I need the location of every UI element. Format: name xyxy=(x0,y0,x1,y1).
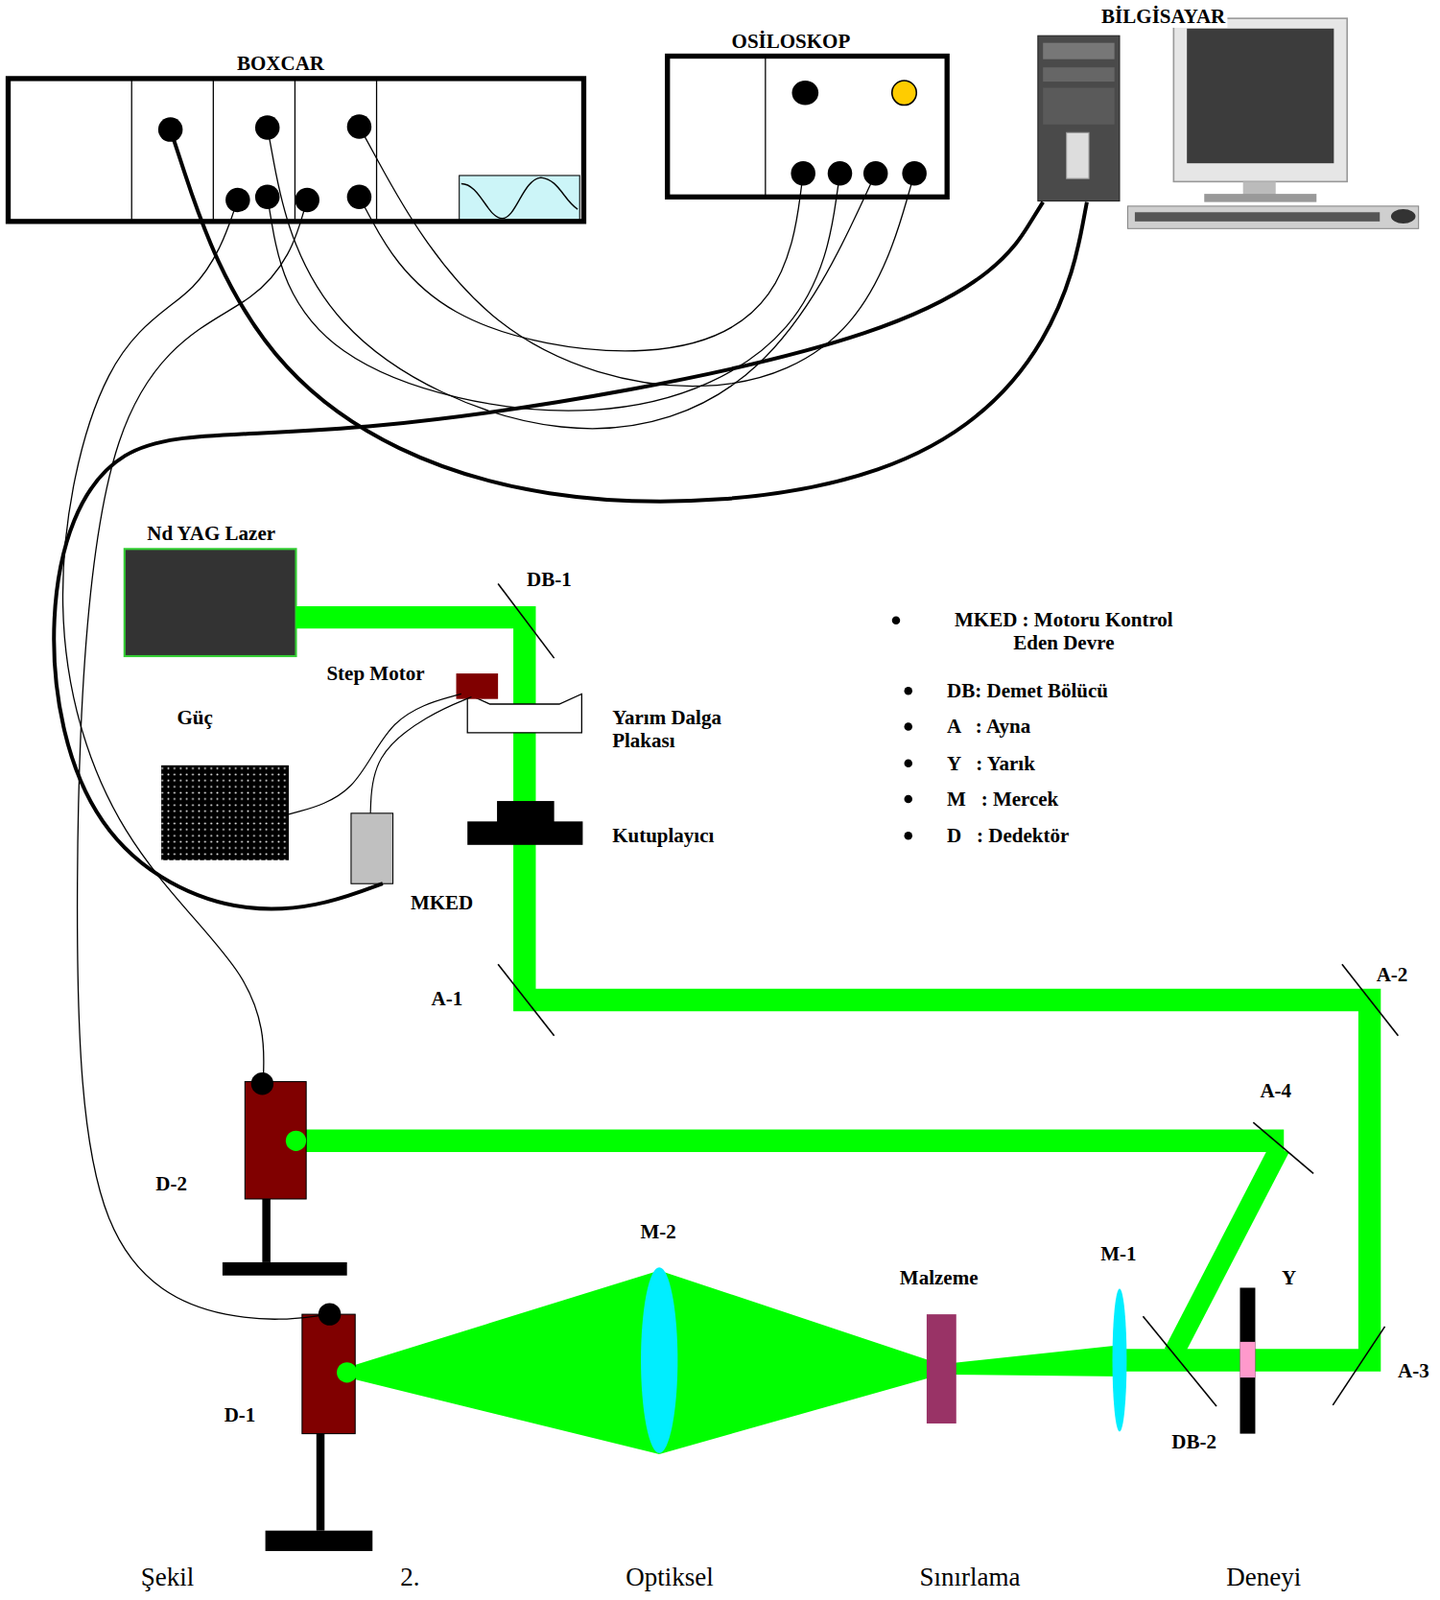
node-label: Nd YAG Lazer xyxy=(144,521,278,545)
power-supply xyxy=(161,765,289,861)
node-label: BİLGİSAYAR xyxy=(1099,4,1228,28)
laser-node: Nd YAG Lazer xyxy=(122,520,299,661)
signal-cable xyxy=(170,129,1087,502)
signal-cable xyxy=(288,693,462,815)
node-label: OSİLOSKOP xyxy=(730,28,853,52)
key-bullets xyxy=(892,616,913,841)
signal-cable xyxy=(370,697,472,814)
part-label: A-4 xyxy=(1257,1079,1294,1103)
laser-body xyxy=(124,548,297,657)
node-label: MKED xyxy=(408,891,475,915)
motor-controller xyxy=(351,813,394,884)
signal-cable xyxy=(358,173,803,352)
optics xyxy=(456,583,1399,1453)
computer-unit xyxy=(1038,18,1419,229)
figure-caption: Şekil 2. Optiksel Sınırlama Deneyi xyxy=(141,1561,1302,1593)
computer-node: BİLGİSAYAR xyxy=(1036,3,1424,235)
key-entry: MKED : Motoru Kontrol Eden Devre xyxy=(931,608,1196,655)
detectors xyxy=(222,1072,373,1552)
oscilloscope-unit xyxy=(667,56,947,198)
part-label: A-1 xyxy=(429,987,466,1011)
signal-cable xyxy=(267,173,841,411)
signal-cable xyxy=(267,127,876,429)
part-label: A-3 xyxy=(1395,1359,1432,1383)
detector-node: D-1 xyxy=(213,1309,378,1555)
signal-cable xyxy=(53,202,1043,910)
key-entry: DB: Demet Bölücü xyxy=(944,679,1110,703)
part-label: Malzeme xyxy=(897,1266,981,1290)
node-label: BOXCAR xyxy=(235,51,327,75)
signal-cable xyxy=(358,126,915,387)
key-entry: M : Mercek xyxy=(944,787,1061,811)
key-entry: Y : Yarık xyxy=(944,752,1038,776)
step-motor-node: Step Motor xyxy=(306,658,500,702)
power-node: Güç xyxy=(158,704,291,863)
key-entry: D : Dedektör xyxy=(944,824,1071,848)
part-label: DB-1 xyxy=(524,567,574,591)
node-label: Step Motor xyxy=(324,661,426,685)
part-label: M-1 xyxy=(1098,1242,1138,1266)
detector-node: D-2 xyxy=(142,1076,353,1281)
mked-node: MKED xyxy=(347,811,480,914)
laser-beam xyxy=(296,617,1370,1455)
node-label: D-2 xyxy=(153,1172,189,1196)
part-label: A-2 xyxy=(1374,963,1411,987)
part-label: Y xyxy=(1279,1266,1299,1290)
node-label: Güç xyxy=(174,706,214,730)
part-label: Kutuplayıcı xyxy=(610,824,716,848)
signal-cable xyxy=(77,199,331,1320)
signal-cable xyxy=(62,199,263,1084)
oscilloscope-node: OSİLOSKOP xyxy=(667,28,949,201)
part-label: Yarım Dalga Plakası xyxy=(610,706,768,753)
key-entry: A : Ayna xyxy=(944,714,1033,738)
boxcar-unit xyxy=(8,78,585,222)
node-label: D-1 xyxy=(222,1403,259,1427)
boxcar-node: BOXCAR xyxy=(8,46,586,225)
part-label: M-2 xyxy=(637,1220,678,1244)
part-label: DB-2 xyxy=(1169,1430,1219,1454)
